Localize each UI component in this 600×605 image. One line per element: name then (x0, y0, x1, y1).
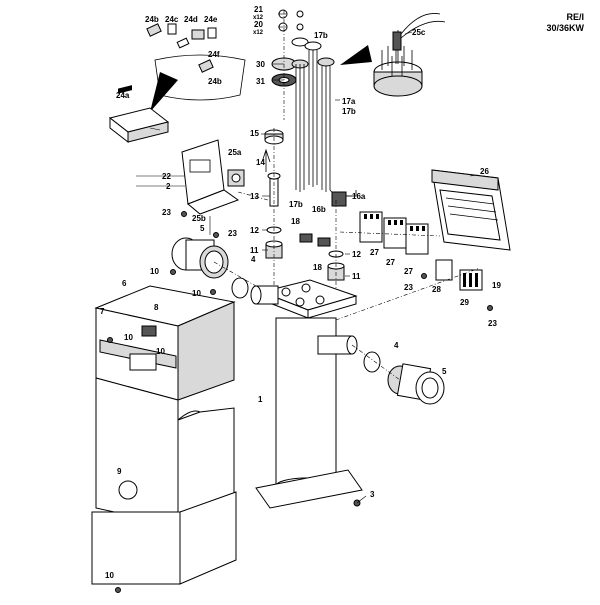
label-14: 14 (256, 158, 265, 167)
label-23-b: 23 (228, 229, 237, 238)
label-18-b: 18 (313, 263, 322, 272)
label-27-a: 27 (370, 248, 379, 257)
part-labels: 24b 24c 24d 24e 24f 24b 24a 21 x12 20 x1… (100, 5, 501, 580)
label-5-right: 5 (442, 367, 447, 376)
label-25b: 25b (192, 214, 206, 223)
assembly-lines (213, 191, 481, 381)
label-20-qty: x12 (253, 30, 264, 36)
heating-elements (291, 37, 347, 198)
label-2: 2 (166, 182, 171, 191)
label-24f: 24f (208, 50, 220, 59)
label-17b-mid: 17b (342, 107, 356, 116)
union-left (171, 237, 249, 299)
electrical-panel (431, 169, 511, 251)
label-25a: 25a (228, 148, 242, 157)
cabinet (91, 285, 237, 585)
label-10-c: 10 (124, 333, 133, 342)
label-7: 7 (100, 307, 105, 316)
thermostat-column (261, 128, 284, 290)
small-parts-callout (146, 23, 246, 112)
leader-lines (136, 13, 479, 277)
label-24a: 24a (116, 91, 130, 100)
terminal-head-callout (340, 13, 446, 97)
label-10-b: 10 (192, 289, 201, 298)
label-11-right: 11 (352, 272, 361, 281)
label-6: 6 (122, 279, 127, 288)
label-24b-lower: 24b (208, 77, 222, 86)
label-29: 29 (460, 298, 469, 307)
label-17b-top: 17b (314, 31, 328, 40)
controller-unit (108, 85, 170, 144)
label-12-left: 12 (250, 226, 259, 235)
label-10-d: 10 (156, 347, 165, 356)
label-1: 1 (258, 395, 263, 404)
label-15: 15 (250, 129, 259, 138)
label-10-e: 10 (105, 571, 114, 580)
label-13: 13 (250, 192, 259, 201)
main-vessel (250, 279, 363, 509)
union-right (363, 351, 445, 405)
label-23-d: 23 (488, 319, 497, 328)
label-3: 3 (370, 490, 375, 499)
label-27-c: 27 (404, 267, 413, 276)
diagram-title-line1: RE/I (566, 12, 584, 22)
label-23-c: 23 (404, 283, 413, 292)
label-10-a: 10 (150, 267, 159, 276)
label-4-left: 4 (251, 255, 256, 264)
label-20: 20 (254, 20, 263, 29)
label-17b-low: 17b (289, 200, 303, 209)
label-4-right: 4 (394, 341, 399, 350)
label-5-top: 5 (200, 224, 205, 233)
mounting-bracket (181, 139, 245, 235)
screws (107, 211, 493, 593)
label-30: 30 (256, 60, 265, 69)
label-19: 19 (492, 281, 501, 290)
label-18-a: 18 (291, 217, 300, 226)
label-8: 8 (154, 303, 159, 312)
label-16b: 16b (312, 205, 326, 214)
label-11-left: 11 (250, 246, 259, 255)
label-31: 31 (256, 77, 265, 86)
diagram-title-line2: 30/36KW (546, 23, 584, 33)
label-21: 21 (254, 5, 263, 14)
screw-3 (353, 495, 367, 507)
label-12-right: 12 (352, 250, 361, 259)
label-23-a: 23 (162, 208, 171, 217)
label-16a: 16a (352, 192, 366, 201)
label-24e: 24e (204, 15, 218, 24)
label-17a: 17a (342, 97, 356, 106)
relay-and-terminals (435, 259, 483, 291)
label-9: 9 (117, 467, 122, 476)
label-24d: 24d (184, 15, 198, 24)
label-27-b: 27 (386, 258, 395, 267)
label-24b: 24b (145, 15, 159, 24)
label-22: 22 (162, 172, 171, 181)
label-21-qty: x12 (253, 15, 264, 21)
label-24c: 24c (165, 15, 179, 24)
label-26: 26 (480, 167, 489, 176)
contactors (359, 211, 429, 255)
label-25c: 25c (412, 28, 426, 37)
connectors-18 (299, 233, 331, 247)
label-28: 28 (432, 285, 441, 294)
